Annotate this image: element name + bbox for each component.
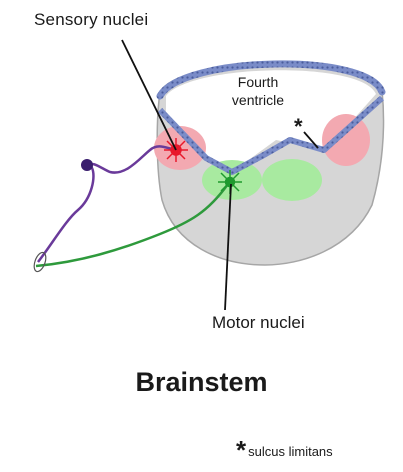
ganglion-cell [81, 159, 93, 171]
motor-nuclei-label: Motor nuclei [212, 313, 305, 332]
sensory-zone-right [322, 114, 370, 166]
motor-zone-right [262, 159, 322, 201]
peripheral-ending [33, 251, 47, 273]
legend: *sulcus limitans [236, 435, 333, 466]
legend-text: sulcus limitans [248, 444, 333, 459]
legend-symbol: * [236, 435, 247, 465]
ventricle-floor [157, 95, 385, 175]
fourth-ventricle-line2: ventricle [231, 92, 285, 108]
motor-fiber [35, 183, 230, 268]
motor-pointer [224, 183, 232, 311]
sensory-pointer [121, 39, 177, 151]
sulcus-limitans-marker: * [294, 114, 303, 139]
ependyma-rim [156, 60, 386, 100]
sulcus-pointer [303, 131, 319, 149]
fourth-ventricle-line1: Fourth [237, 74, 279, 90]
sensory-nuclei-label: Sensory nuclei [34, 10, 149, 29]
sensory-fiber [37, 145, 177, 263]
diagram-title: Brainstem [135, 367, 268, 397]
fourth-ventricle-label: Fourth ventricle [222, 73, 294, 109]
